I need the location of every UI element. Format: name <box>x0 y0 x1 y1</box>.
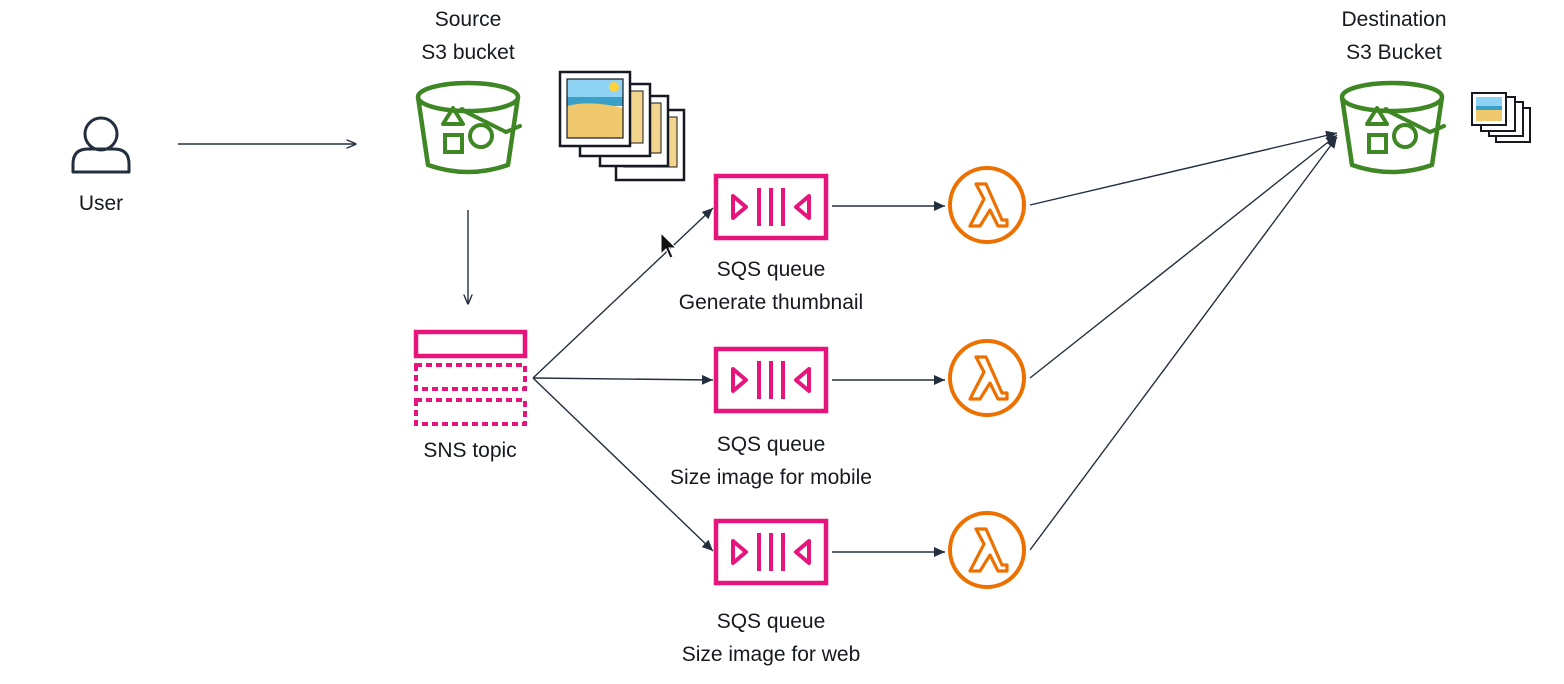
queue-thumbnail-node: SQS queue Generate thumbnail <box>679 176 863 314</box>
arrow-lambda-mobile-to-destination <box>1029 134 1338 379</box>
queue-web-title: SQS queue <box>717 610 826 633</box>
arrow-sns-to-queue-thumbnail <box>532 207 714 379</box>
sqs-queue-icon <box>716 521 826 583</box>
image-stack-icon <box>1471 92 1531 143</box>
image-stack-icon <box>558 70 686 182</box>
arrow-lambda-thumbnail-to-destination <box>1029 130 1338 206</box>
s3-bucket-icon <box>1342 83 1444 172</box>
destination-bucket-title: Destination <box>1341 8 1446 31</box>
user-label: User <box>79 192 123 215</box>
lambda-icon <box>948 339 1026 417</box>
queue-web-subtitle: Size image for web <box>682 643 861 666</box>
lambda-icon <box>948 511 1026 589</box>
queue-mobile-subtitle: Size image for mobile <box>670 466 872 489</box>
sns-topic-label: SNS topic <box>423 439 516 462</box>
sns-topic-icon <box>413 329 528 426</box>
queue-thumbnail-subtitle: Generate thumbnail <box>679 291 863 314</box>
queue-web-node: SQS queue Size image for web <box>682 521 861 666</box>
arrow-lambda-web-to-destination <box>1029 136 1338 551</box>
arrow-sns-to-queue-web <box>532 377 714 552</box>
source-bucket-title: Source <box>435 8 502 31</box>
queue-mobile-title: SQS queue <box>717 433 826 456</box>
sqs-queue-icon <box>716 176 826 238</box>
sns-topic-node: SNS topic <box>413 329 528 462</box>
destination-bucket-node: Destination S3 Bucket <box>1341 8 1447 172</box>
user-node: User <box>71 116 131 215</box>
lambda-icon <box>948 166 1026 244</box>
connectors <box>178 130 1338 557</box>
destination-bucket-subtitle: S3 Bucket <box>1346 41 1442 64</box>
queue-mobile-node: SQS queue Size image for mobile <box>670 349 872 489</box>
mouse-cursor-icon <box>660 231 678 259</box>
queue-thumbnail-title: SQS queue <box>717 258 826 281</box>
source-bucket-node: Source S3 bucket <box>418 8 520 172</box>
s3-bucket-icon <box>418 83 520 172</box>
user-icon <box>71 116 131 174</box>
sqs-queue-icon <box>716 349 826 411</box>
source-bucket-subtitle: S3 bucket <box>421 41 515 64</box>
arrow-sns-to-queue-mobile <box>532 374 714 385</box>
